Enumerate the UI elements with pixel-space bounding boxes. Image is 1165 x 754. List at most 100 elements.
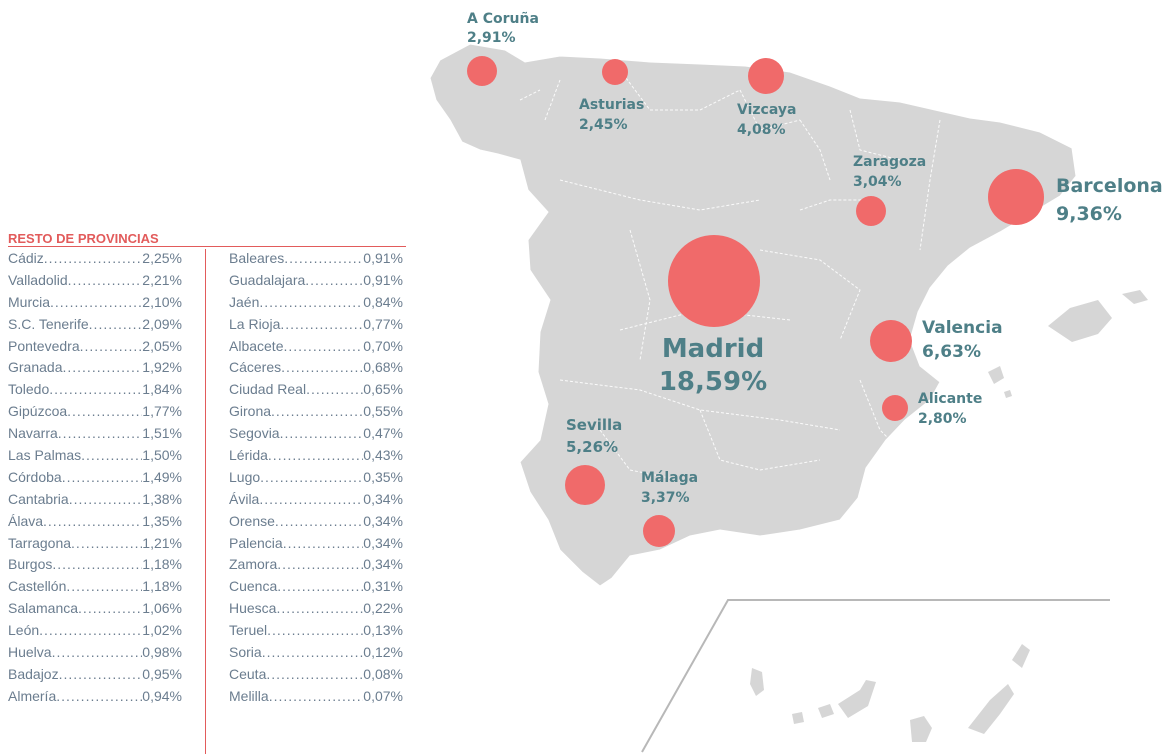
province-value: 2,09% — [142, 315, 182, 332]
province-value: 0,47% — [363, 425, 403, 442]
dot-leader — [52, 644, 143, 660]
dot-leader — [59, 666, 143, 682]
province-row: Toledo1,84% — [8, 381, 182, 403]
province-row: Guadalajara0,91% — [229, 272, 403, 294]
label-barcelona-name: Barcelona — [1056, 175, 1163, 197]
label-zaragoza-name: Zaragoza — [853, 154, 926, 170]
dot-leader — [58, 425, 143, 441]
province-value: 0,08% — [363, 665, 403, 682]
province-row: Salamanca1,06% — [8, 600, 182, 622]
dot-leader — [271, 403, 363, 419]
province-row: León1,02% — [8, 622, 182, 644]
label-madrid-name: Madrid — [662, 334, 764, 364]
dot-leader — [260, 469, 363, 485]
dot-leader — [56, 688, 142, 704]
province-value: 0,98% — [142, 644, 182, 661]
province-name: Cáceres — [229, 359, 282, 376]
label-a-coruna-value: 2,91% — [467, 30, 516, 46]
dot-leader — [281, 359, 363, 375]
dot-leader — [268, 447, 363, 463]
column-divider — [205, 249, 206, 754]
peninsula-shape — [429, 43, 1077, 587]
dot-leader — [259, 294, 363, 310]
label-sevilla-name: Sevilla — [566, 416, 622, 434]
province-name: Huelva — [8, 644, 52, 661]
province-name: Burgos — [8, 556, 53, 573]
province-name: Soria — [229, 644, 262, 661]
bubble-barcelona — [988, 169, 1044, 225]
province-name: Álava — [8, 512, 44, 529]
province-value: 0,34% — [363, 490, 403, 507]
ibiza-shape — [988, 366, 1004, 384]
fuerteventura-shape — [968, 684, 1014, 734]
tenerife-shape — [838, 680, 876, 718]
dot-leader — [69, 491, 143, 507]
province-row: Murcia2,10% — [8, 294, 182, 316]
dot-leader — [68, 272, 143, 288]
lanzarote-shape — [1012, 644, 1030, 668]
province-value: 1,84% — [142, 381, 182, 398]
province-value: 0,34% — [363, 534, 403, 551]
dot-leader — [43, 513, 142, 529]
provinces-column-left: Cádiz2,25%Valladolid2,21%Murcia2,10%S.C.… — [8, 250, 182, 710]
province-row: Granada 1,92% — [8, 359, 182, 381]
bubble-a-coruna — [467, 56, 497, 86]
province-value: 1,06% — [142, 600, 182, 617]
province-row: Lugo0,35% — [229, 469, 403, 491]
province-row: Ávila 0,34% — [229, 491, 403, 513]
province-row: Palencia0,34% — [229, 535, 403, 557]
bubble-malaga — [643, 515, 675, 547]
province-name: La Rioja — [229, 315, 281, 332]
province-name: Teruel — [229, 622, 268, 639]
label-vizcaya-value: 4,08% — [737, 122, 786, 138]
bubble-zaragoza — [856, 196, 886, 226]
province-name: Almería — [8, 687, 57, 704]
province-row: Baleares0,91% — [229, 250, 403, 272]
la-gomera-shape — [818, 704, 834, 718]
province-value: 2,21% — [142, 271, 182, 288]
province-name: Navarra — [8, 425, 58, 442]
province-name: Córdoba — [8, 468, 62, 485]
province-value: 2,05% — [142, 337, 182, 354]
province-name: Jaén — [229, 293, 260, 310]
bubble-vizcaya — [748, 58, 784, 94]
province-value: 1,35% — [142, 512, 182, 529]
province-row: Huelva 0,98% — [8, 644, 182, 666]
province-name: Ávila — [229, 490, 260, 507]
dot-leader — [49, 381, 142, 397]
province-row: Las Palmas1,50% — [8, 447, 182, 469]
province-row: Álava 1,35% — [8, 513, 182, 535]
bubble-alicante — [882, 395, 908, 421]
province-name: Pontevedra — [8, 337, 80, 354]
rest-of-provinces-panel: RESTO DE PROVINCIAS Cádiz2,25%Valladolid… — [8, 231, 406, 754]
mallorca-shape — [1048, 300, 1112, 342]
province-row: Córdoba1,49% — [8, 469, 182, 491]
province-name: Murcia — [8, 293, 51, 310]
dot-leader — [276, 600, 363, 616]
province-name: Badajoz — [8, 665, 59, 682]
province-row: La Rioja0,77% — [229, 316, 403, 338]
dot-leader — [44, 250, 143, 266]
bubble-asturias — [602, 59, 628, 85]
province-value: 1,21% — [142, 534, 182, 551]
province-name: Ciudad Real — [229, 381, 307, 398]
dot-leader — [262, 644, 364, 660]
province-row: Melilla0,07% — [229, 688, 403, 710]
province-name: Cádiz — [8, 250, 44, 266]
dot-leader — [280, 316, 363, 332]
province-value: 1,18% — [142, 556, 182, 573]
province-row: Jaén0,84% — [229, 294, 403, 316]
province-name: Granada — [8, 359, 63, 376]
province-value: 1,92% — [142, 359, 182, 376]
province-value: 0,13% — [363, 622, 403, 639]
province-value: 0,12% — [363, 644, 403, 661]
label-asturias-name: Asturias — [579, 97, 644, 113]
province-name: S.C. Tenerife — [8, 315, 89, 332]
province-row: Burgos 1,18% — [8, 556, 182, 578]
label-a-coruna-name: A Coruña — [467, 11, 539, 27]
province-value: 0,07% — [363, 687, 403, 704]
province-value: 0,35% — [363, 468, 403, 485]
province-row: Orense0,34% — [229, 513, 403, 535]
dot-leader — [80, 338, 143, 354]
